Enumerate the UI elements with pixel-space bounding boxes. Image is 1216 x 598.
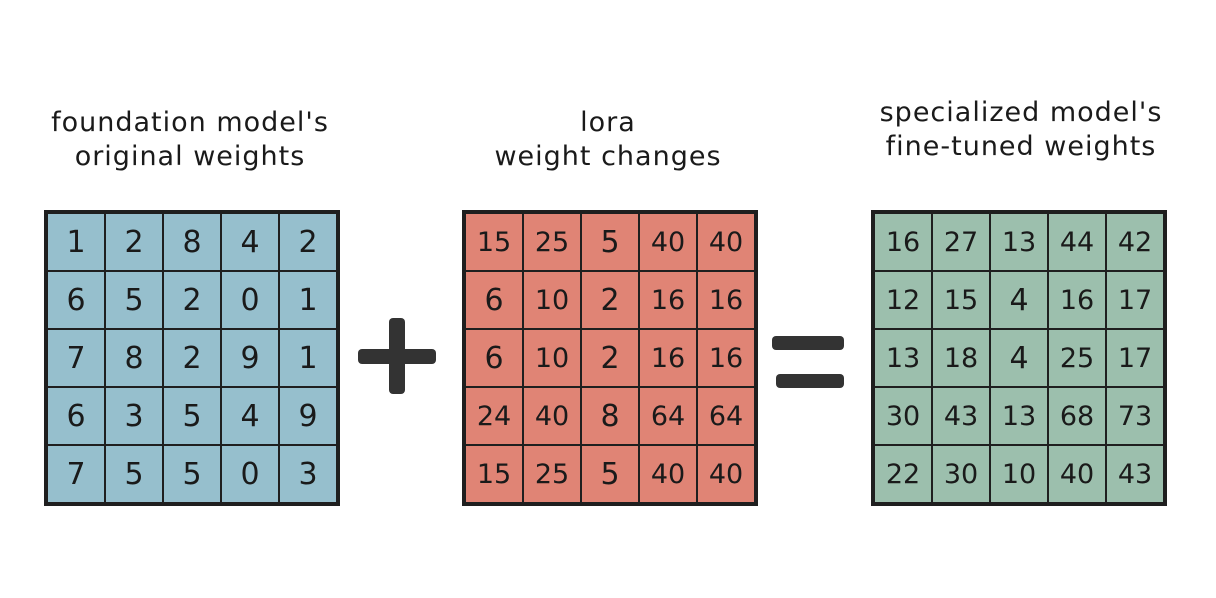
finetuned-matrix-cell: 30 [932,445,990,503]
original-matrix-cell: 2 [163,271,221,329]
original-matrix-cell: 3 [279,445,337,503]
lora-matrix-cell: 16 [697,271,755,329]
lora-title-line2: weight changes [494,141,722,172]
lora-matrix-cell: 64 [639,387,697,445]
original-matrix-cell: 2 [105,213,163,271]
original-matrix-cell: 1 [279,271,337,329]
lora-matrix-cell: 10 [523,271,581,329]
finetuned-matrix-cell: 68 [1048,387,1106,445]
finetuned-matrix-cell: 18 [932,329,990,387]
lora-matrix-cell: 15 [465,213,523,271]
original-matrix-cell: 8 [105,329,163,387]
original-title-line2: original weights [74,141,306,172]
original-matrix-cell: 6 [47,271,105,329]
original-matrix-cell: 9 [279,387,337,445]
lora-matrix-cell: 25 [523,213,581,271]
finetuned-matrix-cell: 13 [990,387,1048,445]
original-matrix-cell: 4 [221,213,279,271]
finetuned-matrix-cell: 4 [990,329,1048,387]
plus-sign-vertical-bar [389,318,405,394]
original-matrix-cell: 1 [279,329,337,387]
finetuned-matrix-cell: 13 [990,213,1048,271]
lora-matrix-cell: 40 [697,213,755,271]
finetuned-matrix-cell: 43 [1106,445,1164,503]
original-matrix-cell: 7 [47,329,105,387]
lora-matrix-cell: 40 [523,387,581,445]
finetuned-matrix-cell: 40 [1048,445,1106,503]
lora-matrix-cell: 40 [639,445,697,503]
original-matrix-cell: 4 [221,387,279,445]
original-matrix-cell: 5 [163,445,221,503]
lora-matrix-cell: 16 [697,329,755,387]
lora-matrix-cell: 16 [639,271,697,329]
lora-matrix-cell: 2 [581,271,639,329]
finetuned-weights-title: specialized model's fine-tuned weights [866,96,1176,164]
lora-matrix-cell: 24 [465,387,523,445]
original-matrix-cell: 2 [279,213,337,271]
original-matrix-cell: 5 [105,271,163,329]
lora-matrix-cell: 16 [639,329,697,387]
lora-matrix-cell: 5 [581,213,639,271]
finetuned-matrix-cell: 25 [1048,329,1106,387]
lora-matrix-cell: 40 [697,445,755,503]
original-matrix-cell: 7 [47,445,105,503]
lora-matrix-cell: 25 [523,445,581,503]
finetuned-matrix-cell: 42 [1106,213,1164,271]
finetuned-matrix-cell: 12 [874,271,932,329]
finetuned-matrix-cell: 16 [874,213,932,271]
original-matrix-cell: 3 [105,387,163,445]
finetuned-matrix-cell: 44 [1048,213,1106,271]
lora-weights-title: lora weight changes [458,106,758,174]
lora-matrix-cell: 15 [465,445,523,503]
lora-title-line1: lora [580,107,636,138]
finetuned-matrix-cell: 22 [874,445,932,503]
original-matrix-cell: 9 [221,329,279,387]
finetuned-title-line1: specialized model's [879,97,1163,128]
finetuned-matrix-cell: 13 [874,329,932,387]
original-matrix-cell: 8 [163,213,221,271]
original-matrix-cell: 5 [163,387,221,445]
original-weights-title: foundation model's original weights [40,106,340,174]
finetuned-matrix-cell: 10 [990,445,1048,503]
finetuned-title-line2: fine-tuned weights [885,131,1157,162]
lora-matrix-cell: 64 [697,387,755,445]
finetuned-matrix-cell: 16 [1048,271,1106,329]
lora-matrix-cell: 8 [581,387,639,445]
lora-matrix-cell: 2 [581,329,639,387]
finetuned-matrix-cell: 43 [932,387,990,445]
original-matrix-cell: 2 [163,329,221,387]
finetuned-matrix-cell: 27 [932,213,990,271]
lora-matrix-cell: 6 [465,329,523,387]
finetuned-matrix-cell: 73 [1106,387,1164,445]
equals-sign-bottom-bar [776,374,844,388]
original-matrix-cell: 0 [221,445,279,503]
original-matrix-cell: 5 [105,445,163,503]
original-matrix-cell: 0 [221,271,279,329]
lora-matrix-cell: 10 [523,329,581,387]
lora-matrix-cell: 40 [639,213,697,271]
finetuned-matrix-cell: 4 [990,271,1048,329]
finetuned-matrix-cell: 17 [1106,329,1164,387]
original-title-line1: foundation model's [51,107,329,138]
lora-matrix-cell: 5 [581,445,639,503]
original-matrix-cell: 1 [47,213,105,271]
finetuned-matrix-cell: 30 [874,387,932,445]
finetuned-matrix-cell: 17 [1106,271,1164,329]
equals-sign-top-bar [772,336,844,350]
original-matrix-cell: 6 [47,387,105,445]
lora-matrix-cell: 6 [465,271,523,329]
finetuned-matrix-cell: 15 [932,271,990,329]
